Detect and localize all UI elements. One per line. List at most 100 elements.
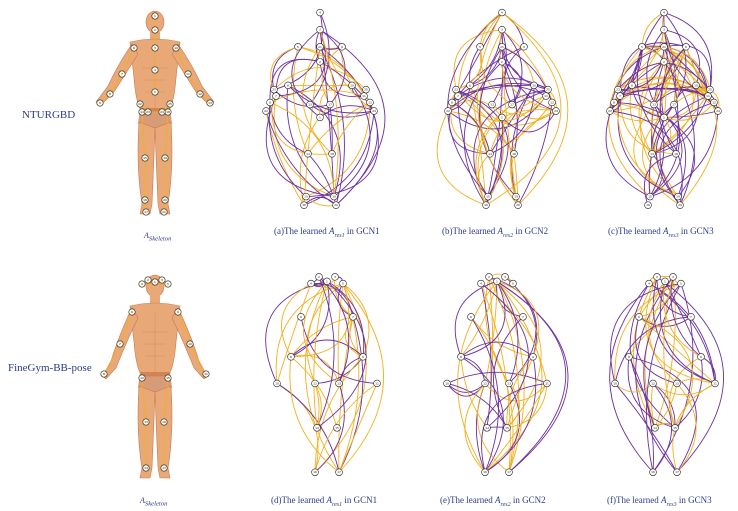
svg-text:12: 12 [313, 381, 317, 385]
graph-edge [646, 284, 681, 473]
svg-text:17: 17 [328, 103, 332, 107]
svg-text:14: 14 [488, 152, 492, 156]
svg-text:16: 16 [302, 203, 306, 207]
svg-text:3: 3 [161, 278, 163, 282]
graph-node: 17 [674, 469, 681, 476]
graph-node: 6 [285, 82, 292, 89]
graph-edge [489, 277, 566, 472]
graph-edge [291, 281, 329, 356]
svg-text:7: 7 [119, 342, 121, 346]
graph-node: 11 [705, 93, 712, 100]
svg-text:5: 5 [641, 45, 643, 49]
svg-text:4: 4 [141, 282, 143, 286]
graph-node: 13 [651, 101, 658, 108]
joint-node: 15 [165, 375, 171, 381]
svg-text:19: 19 [514, 195, 518, 199]
svg-text:9: 9 [99, 101, 101, 105]
graph-edge [471, 317, 533, 357]
joint-node: 6 [129, 309, 135, 315]
joint-node: 25 [167, 101, 173, 107]
graph-node: 19 [675, 193, 682, 200]
svg-text:6: 6 [287, 83, 289, 87]
graph-node: 11 [544, 380, 551, 387]
svg-text:3: 3 [663, 28, 665, 32]
graph-node: 5 [639, 43, 646, 50]
graph-node: 12 [549, 99, 556, 106]
graph-node: 25 [545, 86, 552, 93]
graph-node: 15 [672, 424, 679, 431]
joint-node: 18 [165, 109, 171, 115]
svg-text:2: 2 [319, 60, 321, 64]
graph-node: 10 [531, 82, 538, 89]
svg-text:10: 10 [613, 381, 617, 385]
svg-text:13: 13 [507, 381, 511, 385]
svg-text:22: 22 [446, 109, 450, 113]
graph-node: 17 [509, 101, 516, 108]
graph-node: 6 [467, 82, 474, 89]
svg-text:21: 21 [318, 45, 322, 49]
svg-text:2: 2 [501, 60, 503, 64]
graph-node: 12 [312, 380, 319, 387]
graph-node: 14 [305, 150, 312, 157]
svg-text:16: 16 [313, 470, 317, 474]
graph-node: 1 [317, 114, 324, 121]
svg-text:6: 6 [300, 315, 302, 319]
svg-text:10: 10 [445, 381, 449, 385]
graph-node: 13 [489, 101, 496, 108]
svg-text:15: 15 [304, 195, 308, 199]
svg-text:14: 14 [485, 426, 489, 430]
svg-text:3: 3 [501, 28, 503, 32]
joint-node: 9 [175, 309, 181, 315]
graph-node: 1 [499, 114, 506, 121]
graph-node: 9 [530, 353, 537, 360]
graph-node: 4 [499, 9, 506, 16]
graph-node: 8 [449, 99, 456, 106]
joint-node: 15 [142, 155, 148, 161]
svg-text:9: 9 [362, 355, 364, 359]
graph-node: 25 [707, 86, 714, 93]
svg-text:5: 5 [297, 45, 299, 49]
svg-text:12: 12 [712, 100, 716, 104]
graph-node: 5 [510, 280, 517, 287]
svg-text:4: 4 [154, 68, 156, 72]
graph-node: 5 [295, 43, 302, 50]
graph-edge [465, 383, 485, 472]
graph-node: 13 [506, 380, 513, 387]
body-silhouette [102, 275, 208, 478]
svg-text:1: 1 [326, 279, 328, 283]
joint-node: 5 [152, 89, 158, 95]
svg-text:14: 14 [140, 110, 144, 114]
svg-text:5: 5 [479, 45, 481, 49]
caption-b: (b)The learned Ares2 in GCN2 [442, 226, 548, 239]
graph-node: 16 [482, 469, 489, 476]
svg-text:3: 3 [504, 275, 506, 279]
graph-node: 3 [670, 273, 677, 280]
graph-node: 9 [683, 43, 690, 50]
svg-text:5: 5 [167, 282, 169, 286]
svg-text:23: 23 [272, 88, 276, 92]
joint-node: 16 [161, 419, 167, 425]
graph-node: 7 [617, 93, 624, 100]
svg-text:11: 11 [545, 381, 549, 385]
svg-text:3: 3 [334, 275, 336, 279]
svg-text:6: 6 [131, 310, 133, 314]
svg-text:15: 15 [486, 195, 490, 199]
graph-node: 17 [336, 469, 343, 476]
svg-text:25: 25 [168, 102, 172, 106]
caption-f: (f)The learned Ares3 in GCN3 [607, 495, 712, 508]
graph-edge [482, 383, 547, 472]
svg-text:4: 4 [319, 11, 321, 15]
svg-text:7: 7 [690, 315, 692, 319]
graph-node: 9 [521, 43, 528, 50]
svg-text:5: 5 [512, 282, 514, 286]
graph-node: 17 [327, 101, 334, 108]
graph-node: 19 [513, 193, 520, 200]
graph-node: 10 [693, 82, 700, 89]
graph-node: 6 [629, 82, 636, 89]
svg-text:8: 8 [451, 100, 453, 104]
svg-text:1: 1 [663, 115, 665, 119]
joint-node: 8 [107, 91, 113, 97]
graph-node: 1 [662, 278, 669, 285]
graph-edge [518, 102, 552, 205]
graph-node: 2 [317, 58, 324, 65]
